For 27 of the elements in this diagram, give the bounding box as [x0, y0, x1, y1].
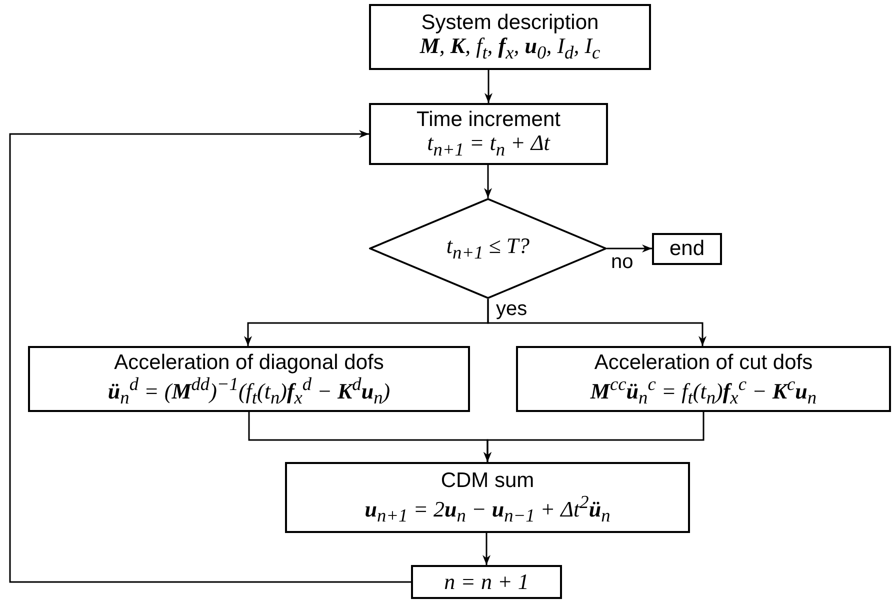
process-box [369, 103, 608, 165]
box-title: System description [421, 11, 599, 34]
formula: u$_{n+1}$ = 2u$_{n}$ − u$_{n−1}$ + Δt$^{2}$ü$_{n}$ [364, 492, 610, 526]
formula: M$^{cc}$ü$_{n}$$^{c}$ = f$_{t}$(t$_{n}$)f$_{x}$$^{c}$ − K$^{c}$u$_{n}$ [590, 374, 817, 408]
process-box [652, 233, 722, 265]
arrow [484, 70, 492, 103]
formula: ü$_{n}$$^{d}$ = (M$^{dd}$)$^{−1}$(f$_{t}$(t$_{n}$)f$_{x}$$^{d}$ − K$^{d}$u$_{n}$) [108, 374, 390, 408]
formula: n = n + 1 [444, 570, 529, 594]
formula: t$_{n+1}$ ≤ T? [446, 234, 530, 263]
arrow [607, 244, 652, 252]
arrow [484, 165, 492, 198]
arrow [482, 533, 490, 565]
box-title: CDM sum [440, 469, 534, 492]
process-box [369, 4, 651, 70]
process-box [28, 346, 470, 412]
box-title: end [669, 237, 705, 261]
formula: M, K, f$_{t}$, f$_{x}$, u$_{0}$, I$_{d}$, I$_{c}$ [420, 34, 600, 63]
process-box [285, 462, 690, 533]
arrow [9, 130, 411, 583]
arrow [487, 299, 706, 346]
box-title: Acceleration of cut dofs [594, 350, 813, 374]
box-title: Acceleration of diagonal dofs [114, 350, 384, 374]
box-title: Time increment [416, 108, 560, 132]
process-box [411, 565, 562, 599]
formula: t$_{n+1}$ = t$_{n}$ + Δt [427, 131, 550, 160]
process-box [516, 346, 891, 412]
arrow [484, 412, 704, 462]
